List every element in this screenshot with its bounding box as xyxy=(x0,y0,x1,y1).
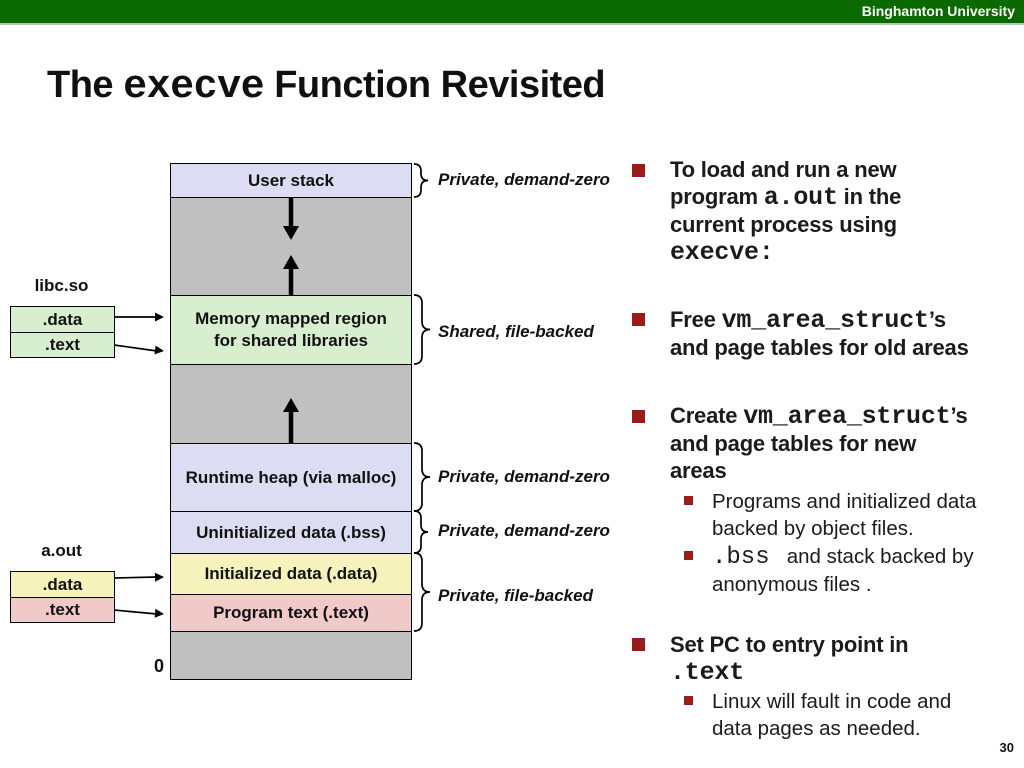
memory-region-row-bss: Uninitialized data (.bss) xyxy=(171,512,411,554)
plain-text: and page tables for new xyxy=(670,431,917,456)
heap-annot: Private, demand-zero xyxy=(438,467,610,486)
aout-sections: .data.text xyxy=(10,571,115,623)
plain-text: in the xyxy=(837,184,902,209)
plain-text: Create xyxy=(670,403,744,428)
plain-text: ’s xyxy=(950,403,968,428)
memory-region-row-user-stack: User stack xyxy=(171,164,411,198)
libc-section-data: .data xyxy=(11,307,114,332)
memory-region-row-text: Program text (.text) xyxy=(171,595,411,632)
mapping-arrowhead-icon xyxy=(154,345,164,355)
plain-text: current process using xyxy=(670,212,897,237)
code-text: vm_area_struct xyxy=(743,402,951,431)
plain-text: and stack backed by xyxy=(769,545,974,568)
bullet-marker-icon xyxy=(632,313,645,326)
plain-text: and page tables for old areas xyxy=(670,335,969,360)
plain-text: ’s xyxy=(928,307,946,332)
brace-icon xyxy=(413,552,431,632)
memory-region-row-data: Initialized data (.data) xyxy=(171,554,411,595)
bss-annot: Private, demand-zero xyxy=(438,521,610,540)
page-number: 30 xyxy=(999,740,1014,755)
code-text: execve xyxy=(123,65,265,110)
grow-up-arrow-icon xyxy=(283,255,299,269)
plain-text: backed by object files. xyxy=(712,517,914,540)
header-bar: Binghamton University xyxy=(0,0,1024,25)
code-text: .bss xyxy=(712,544,770,571)
address-zero-label: 0 xyxy=(153,656,164,676)
bullet-item: Create vm_area_struct’s and page tables f… xyxy=(670,402,968,484)
mapping-arrow-line xyxy=(113,609,158,615)
brace-icon xyxy=(413,442,431,512)
mmap-annot: Shared, file-backed xyxy=(438,322,594,341)
memory-region-row-gap-bottom xyxy=(171,632,411,679)
stack-grow-down-arrow-icon xyxy=(283,226,299,240)
plain-text: program xyxy=(670,184,764,209)
libc-label: libc.so xyxy=(34,276,89,295)
bullet-marker-icon xyxy=(684,696,693,705)
page-title: The execve Function Revisited xyxy=(47,64,606,110)
grow-up-arrow-icon xyxy=(283,398,299,412)
code-text: a.out xyxy=(763,183,838,212)
memory-region-row-mmap: Memory mapped region for shared librarie… xyxy=(171,296,411,365)
libc-section-text: .text xyxy=(11,332,114,357)
datatext-annot: Private, file-backed xyxy=(438,586,593,605)
plain-text: Linux will fault in code and xyxy=(712,690,952,713)
brace-icon xyxy=(413,294,431,365)
aout-label: a.out xyxy=(41,541,82,560)
code-text: .text xyxy=(670,658,745,687)
plain-text: To load and run a new xyxy=(670,157,897,182)
bullet-item: Free vm_area_struct’s and page tables for… xyxy=(670,306,969,361)
sub-bullet-item: .bss and stack backed by anonymous files … xyxy=(712,543,974,598)
bullet-marker-icon xyxy=(632,410,645,423)
plain-text: areas xyxy=(670,458,727,483)
bullet-marker-icon xyxy=(684,496,693,505)
plain-text: Function Revisited xyxy=(264,64,606,106)
bullet-marker-icon xyxy=(684,551,693,560)
code-text: execve: xyxy=(670,238,774,267)
aout-section-text: .text xyxy=(11,597,114,622)
bullet-marker-icon xyxy=(632,638,645,651)
stack-annot: Private, demand-zero xyxy=(438,170,610,189)
plain-text: Free xyxy=(670,307,722,332)
bullet-item: Set PC to entry point in.text xyxy=(670,631,909,687)
plain-text: anonymous files . xyxy=(712,573,872,596)
sub-bullet-item: Programs and initialized data backed by o… xyxy=(712,488,976,542)
aout-section-data: .data xyxy=(11,572,114,597)
mapping-arrowhead-icon xyxy=(154,572,164,582)
mapping-arrow-line xyxy=(113,576,158,579)
mapping-arrow-line xyxy=(113,344,158,352)
code-text: vm_area_struct xyxy=(721,306,929,335)
sub-bullet-item: Linux will fault in code and data pages a… xyxy=(712,688,951,742)
brace-icon xyxy=(413,163,429,198)
libc-sections: .data.text xyxy=(10,306,115,358)
mapping-arrowhead-icon xyxy=(154,608,164,618)
mapping-arrowhead-icon xyxy=(155,312,164,322)
plain-text: data pages as needed. xyxy=(712,717,921,740)
plain-text: Set PC to entry point in xyxy=(670,632,909,657)
bullet-marker-icon xyxy=(632,164,645,177)
memory-region-row-heap: Runtime heap (via malloc) xyxy=(171,444,411,512)
plain-text: The xyxy=(47,64,124,106)
brace-icon xyxy=(413,510,429,554)
institution-label: Binghamton University xyxy=(861,3,1015,19)
plain-text: Programs and initialized data xyxy=(712,490,977,513)
